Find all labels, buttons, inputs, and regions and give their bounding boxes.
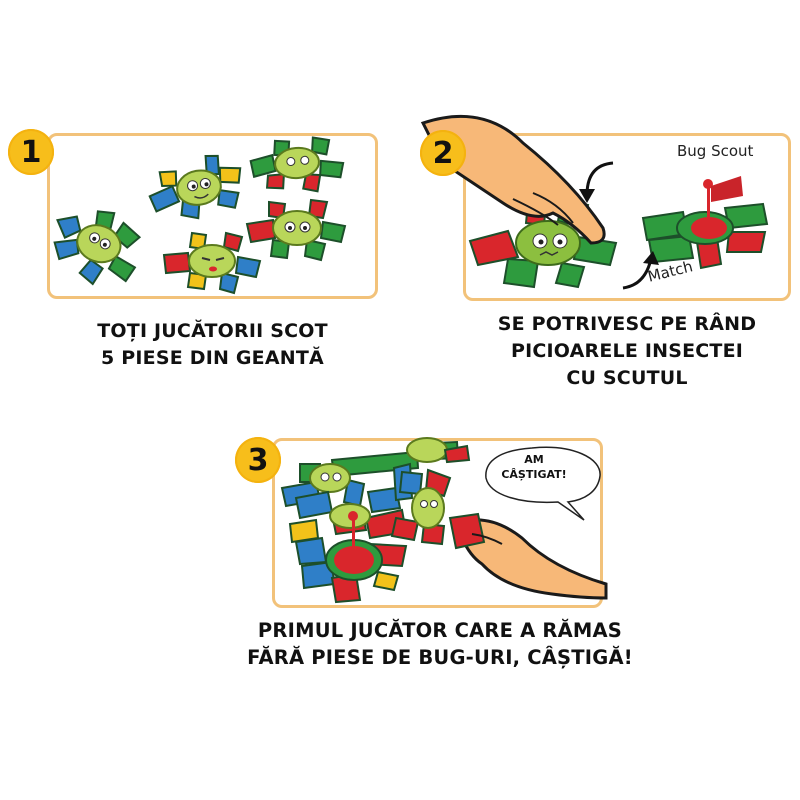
step-2-caption: SE POTRIVESC PE RÂND PICIOARELE INSECTEI… xyxy=(463,311,791,392)
caption-line: PRIMUL JUCĂTOR CARE A RĂMAS xyxy=(257,619,623,642)
bug-piece-icon xyxy=(245,198,347,262)
step-1-number-badge: 1 xyxy=(8,129,54,175)
speech-line: AM xyxy=(524,453,544,466)
hand-icon xyxy=(459,518,608,600)
step-3-caption: PRIMUL JUCĂTOR CARE A RĂMAS FĂRĂ PIESE D… xyxy=(200,617,680,671)
caption-line: CU SCUTUL xyxy=(566,367,688,389)
caption-line: PICIOARELE INSECTEI xyxy=(510,340,744,362)
speech-line: CÂȘTIGAT! xyxy=(501,468,567,481)
bug-scout-piece-icon xyxy=(325,503,408,604)
bug-scout-piece-icon xyxy=(641,176,769,270)
bug-pieces-illustration xyxy=(53,136,347,295)
speech-bubble xyxy=(485,446,601,521)
step-2-number-badge: 2 xyxy=(420,130,466,176)
bug-piece-icon xyxy=(280,463,366,508)
caption-line: TOȚI JUCĂTORII SCOT xyxy=(97,320,328,342)
winning-chain-illustration xyxy=(280,437,608,604)
bug-piece-icon xyxy=(53,210,142,286)
bug-piece-icon xyxy=(468,197,618,289)
bug-piece-icon xyxy=(162,231,262,295)
caption-line: 5 PIESE DIN GEANTĂ xyxy=(101,347,324,369)
bug-scout-label: Bug Scout xyxy=(677,142,754,160)
caption-line: SE POTRIVESC PE RÂND xyxy=(497,313,757,335)
bug-piece-icon xyxy=(406,437,471,464)
bug-piece-icon xyxy=(249,136,345,193)
bug-piece-icon xyxy=(390,468,452,546)
step-1-caption: TOȚI JUCĂTORII SCOT 5 PIESE DIN GEANTĂ xyxy=(47,318,378,372)
bug-piece-icon xyxy=(148,154,242,220)
step-3-number-badge: 3 xyxy=(235,437,281,483)
speech-bubble-text: AM CÂȘTIGAT! xyxy=(484,452,584,482)
curved-arrow-icon xyxy=(585,161,614,194)
hand-icon xyxy=(420,114,606,245)
caption-line: FĂRĂ PIESE DE BUG-URI, CÂȘTIGĂ! xyxy=(247,646,633,669)
match-illustration xyxy=(420,114,769,290)
